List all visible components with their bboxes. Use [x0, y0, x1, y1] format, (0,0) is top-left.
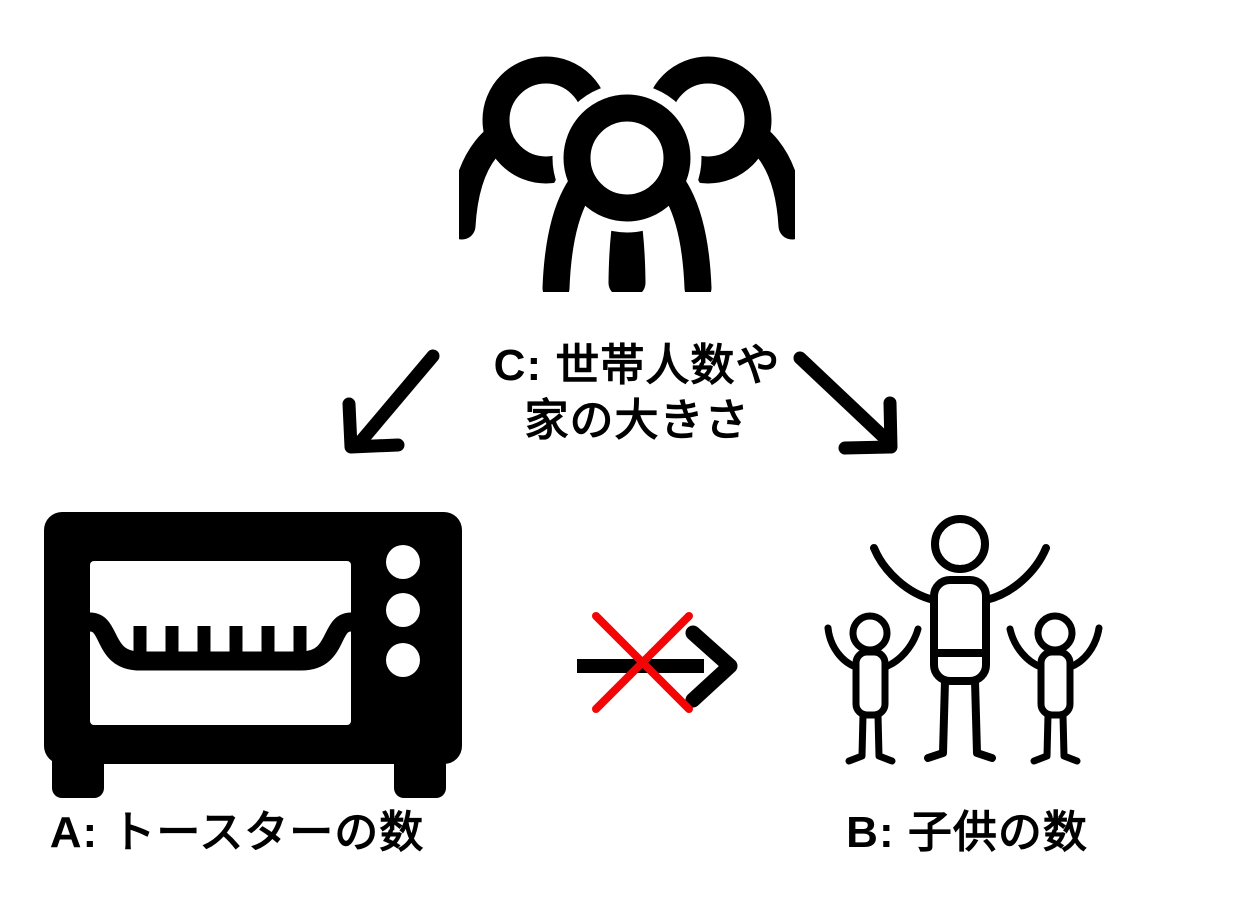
cause-label: A: トースターの数	[49, 808, 425, 857]
effect-label: B: 子供の数	[846, 808, 1088, 857]
confounder-label-line2: 家の大きさ	[524, 396, 750, 445]
toaster-window	[90, 561, 351, 725]
confounder-label-line1: C: 世帯人数や	[493, 341, 781, 390]
arrow-a-to-b	[577, 625, 738, 708]
red-cross-icon	[592, 612, 693, 713]
arrow-c-to-a	[342, 349, 440, 454]
family-children-icon	[824, 515, 1103, 765]
confounder-label: C: 世帯人数や 家の大きさ	[437, 338, 837, 448]
arrow-c-to-b	[793, 351, 898, 455]
rack-teeth	[133, 626, 307, 656]
adult-figure	[870, 515, 1050, 762]
toaster-oven-icon	[44, 512, 462, 798]
toaster-rack	[88, 612, 353, 671]
toaster-knobs	[386, 545, 420, 677]
child-figure-left	[824, 612, 922, 765]
person-front	[531, 83, 723, 292]
child-figure-right	[1006, 612, 1103, 765]
people-group-icon	[459, 56, 795, 292]
